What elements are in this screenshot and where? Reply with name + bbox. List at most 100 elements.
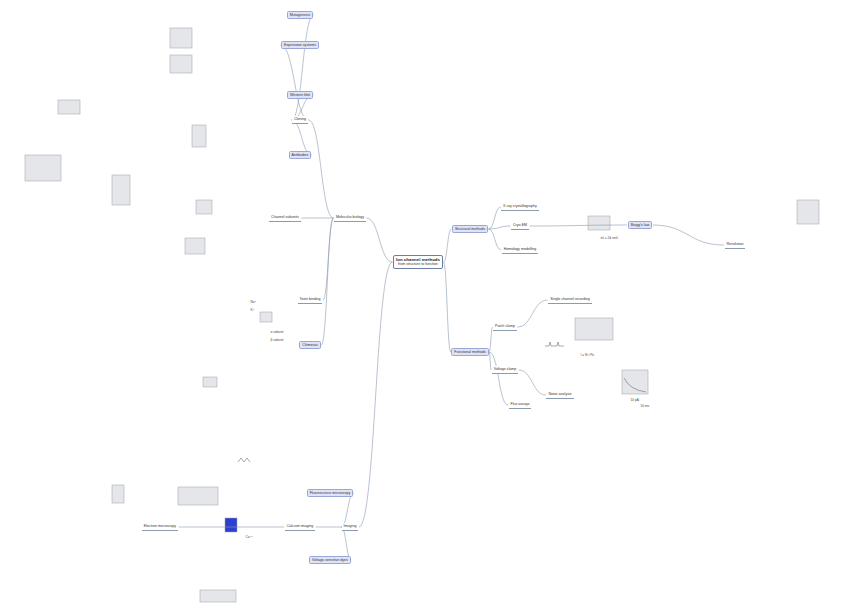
branch-line (309, 120, 334, 218)
chart-image (575, 318, 613, 340)
photo-image (196, 200, 212, 214)
map-image (25, 155, 61, 181)
topic-node: Western blot (287, 91, 313, 99)
topic-node: Molecular biology (334, 214, 366, 221)
branch-line (301, 218, 333, 219)
branch-line (359, 262, 393, 527)
rig-image (185, 238, 205, 254)
topic-node: Patch clamp (493, 323, 517, 330)
table-image (797, 200, 819, 224)
node-text: Western blot (290, 93, 310, 97)
annotation: K⁺ (250, 308, 255, 312)
branch-line (489, 229, 502, 250)
topic-node: Bragg's law (628, 221, 652, 229)
topic-node: X-ray crystallography (501, 203, 539, 210)
trace-image (200, 590, 236, 602)
topic-node: Noise analysis (546, 391, 573, 398)
branch-line (341, 493, 354, 527)
branch-line (530, 225, 628, 226)
annotation: 10 pA (630, 398, 639, 402)
topic-node: Calcium imaging (285, 523, 316, 530)
blot-image (192, 125, 206, 147)
topic-node: Structural methods (452, 225, 488, 233)
topic-node: Flux assays (509, 401, 532, 408)
node-text: Expression systems (284, 43, 316, 47)
node-text: Ion channel methods (396, 257, 440, 262)
topic-node: Antibodies (289, 151, 312, 159)
branch-line (443, 229, 451, 262)
node-text: Fluorescence microscopy (310, 491, 351, 495)
trace (238, 458, 250, 462)
gel-image (170, 28, 192, 48)
annotation: I = N·i·Po (580, 353, 595, 357)
topic-node: Functional methods (451, 348, 488, 356)
trace-image (203, 377, 217, 387)
node-text: Imaging (344, 524, 357, 528)
annotation: Ca²⁺ (245, 535, 253, 539)
topic-node: Mutagenesis (287, 11, 313, 19)
topic-node: Imaging (342, 523, 359, 530)
node-text: Voltage-sensitive dyes (312, 558, 348, 562)
current-trace (545, 342, 564, 346)
node-text: Functional methods (454, 350, 485, 354)
node-text: Resolution (727, 242, 744, 246)
topic-node: Electron microscopy (142, 523, 178, 530)
branch-line (316, 527, 341, 528)
topic-node: Cloning (292, 116, 308, 123)
annotation: 50 ms (640, 404, 650, 408)
branch-line (321, 218, 333, 345)
topic-node: Chimeras (299, 341, 320, 349)
gel-image (112, 485, 124, 503)
branch-line (517, 300, 547, 327)
node-text: from structure to function (396, 262, 440, 266)
blot-image (170, 55, 192, 73)
topic-node: Cryo-EM (511, 222, 529, 229)
node-text: Toxin binding (300, 297, 321, 301)
node-text: Patch clamp (495, 324, 515, 328)
branch-line (291, 120, 311, 155)
node-text: X-ray crystallography (503, 204, 537, 208)
topic-node: Single channel recording (548, 296, 592, 303)
branch-line (489, 327, 492, 352)
table-image (58, 100, 80, 114)
plot-image (112, 175, 130, 205)
node-text: Mutagenesis (290, 13, 310, 17)
annotation: Na⁺ (250, 300, 257, 304)
node-text: Cloning (294, 117, 306, 121)
node-text: Chimeras (302, 343, 317, 347)
annotation: β subunit (270, 338, 284, 342)
annotation: nλ = 2d sinθ (600, 236, 618, 240)
node-text: Voltage clamp (494, 367, 517, 371)
branch-line (281, 45, 309, 120)
topic-node: Expression systems (281, 41, 319, 49)
node-text: Channel subunits (271, 215, 299, 219)
node-text: Flux assays (511, 402, 530, 406)
branch-line (489, 226, 511, 229)
topic-node: Fluorescence microscopy (307, 489, 354, 497)
decay-curve (624, 378, 646, 392)
node-text: Molecular biology (336, 215, 364, 219)
tissue-image (260, 312, 272, 322)
branch-line (519, 370, 546, 395)
node-text: Noise analysis (548, 392, 571, 396)
node-text: Cryo-EM (513, 223, 527, 227)
central-topic: Ion channel methodsfrom structure to fun… (393, 255, 443, 268)
node-text: Homology modelling (504, 247, 537, 251)
topic-node: Channel subunits (269, 214, 301, 221)
branch-line (653, 225, 724, 245)
node-text: Structural methods (455, 227, 485, 231)
node-text: Calcium imaging (287, 524, 314, 528)
node-text: Electron microscopy (144, 524, 176, 528)
branch-line (291, 15, 313, 120)
branch-line (366, 218, 392, 262)
branch-line (179, 527, 285, 528)
topic-node: Voltage clamp (492, 366, 519, 373)
chart-image (622, 370, 648, 394)
topic-node: Toxin binding (298, 296, 323, 303)
fluorescence-image (225, 518, 237, 532)
annotation: α subunit (270, 330, 284, 334)
topic-node: Homology modelling (502, 246, 539, 253)
